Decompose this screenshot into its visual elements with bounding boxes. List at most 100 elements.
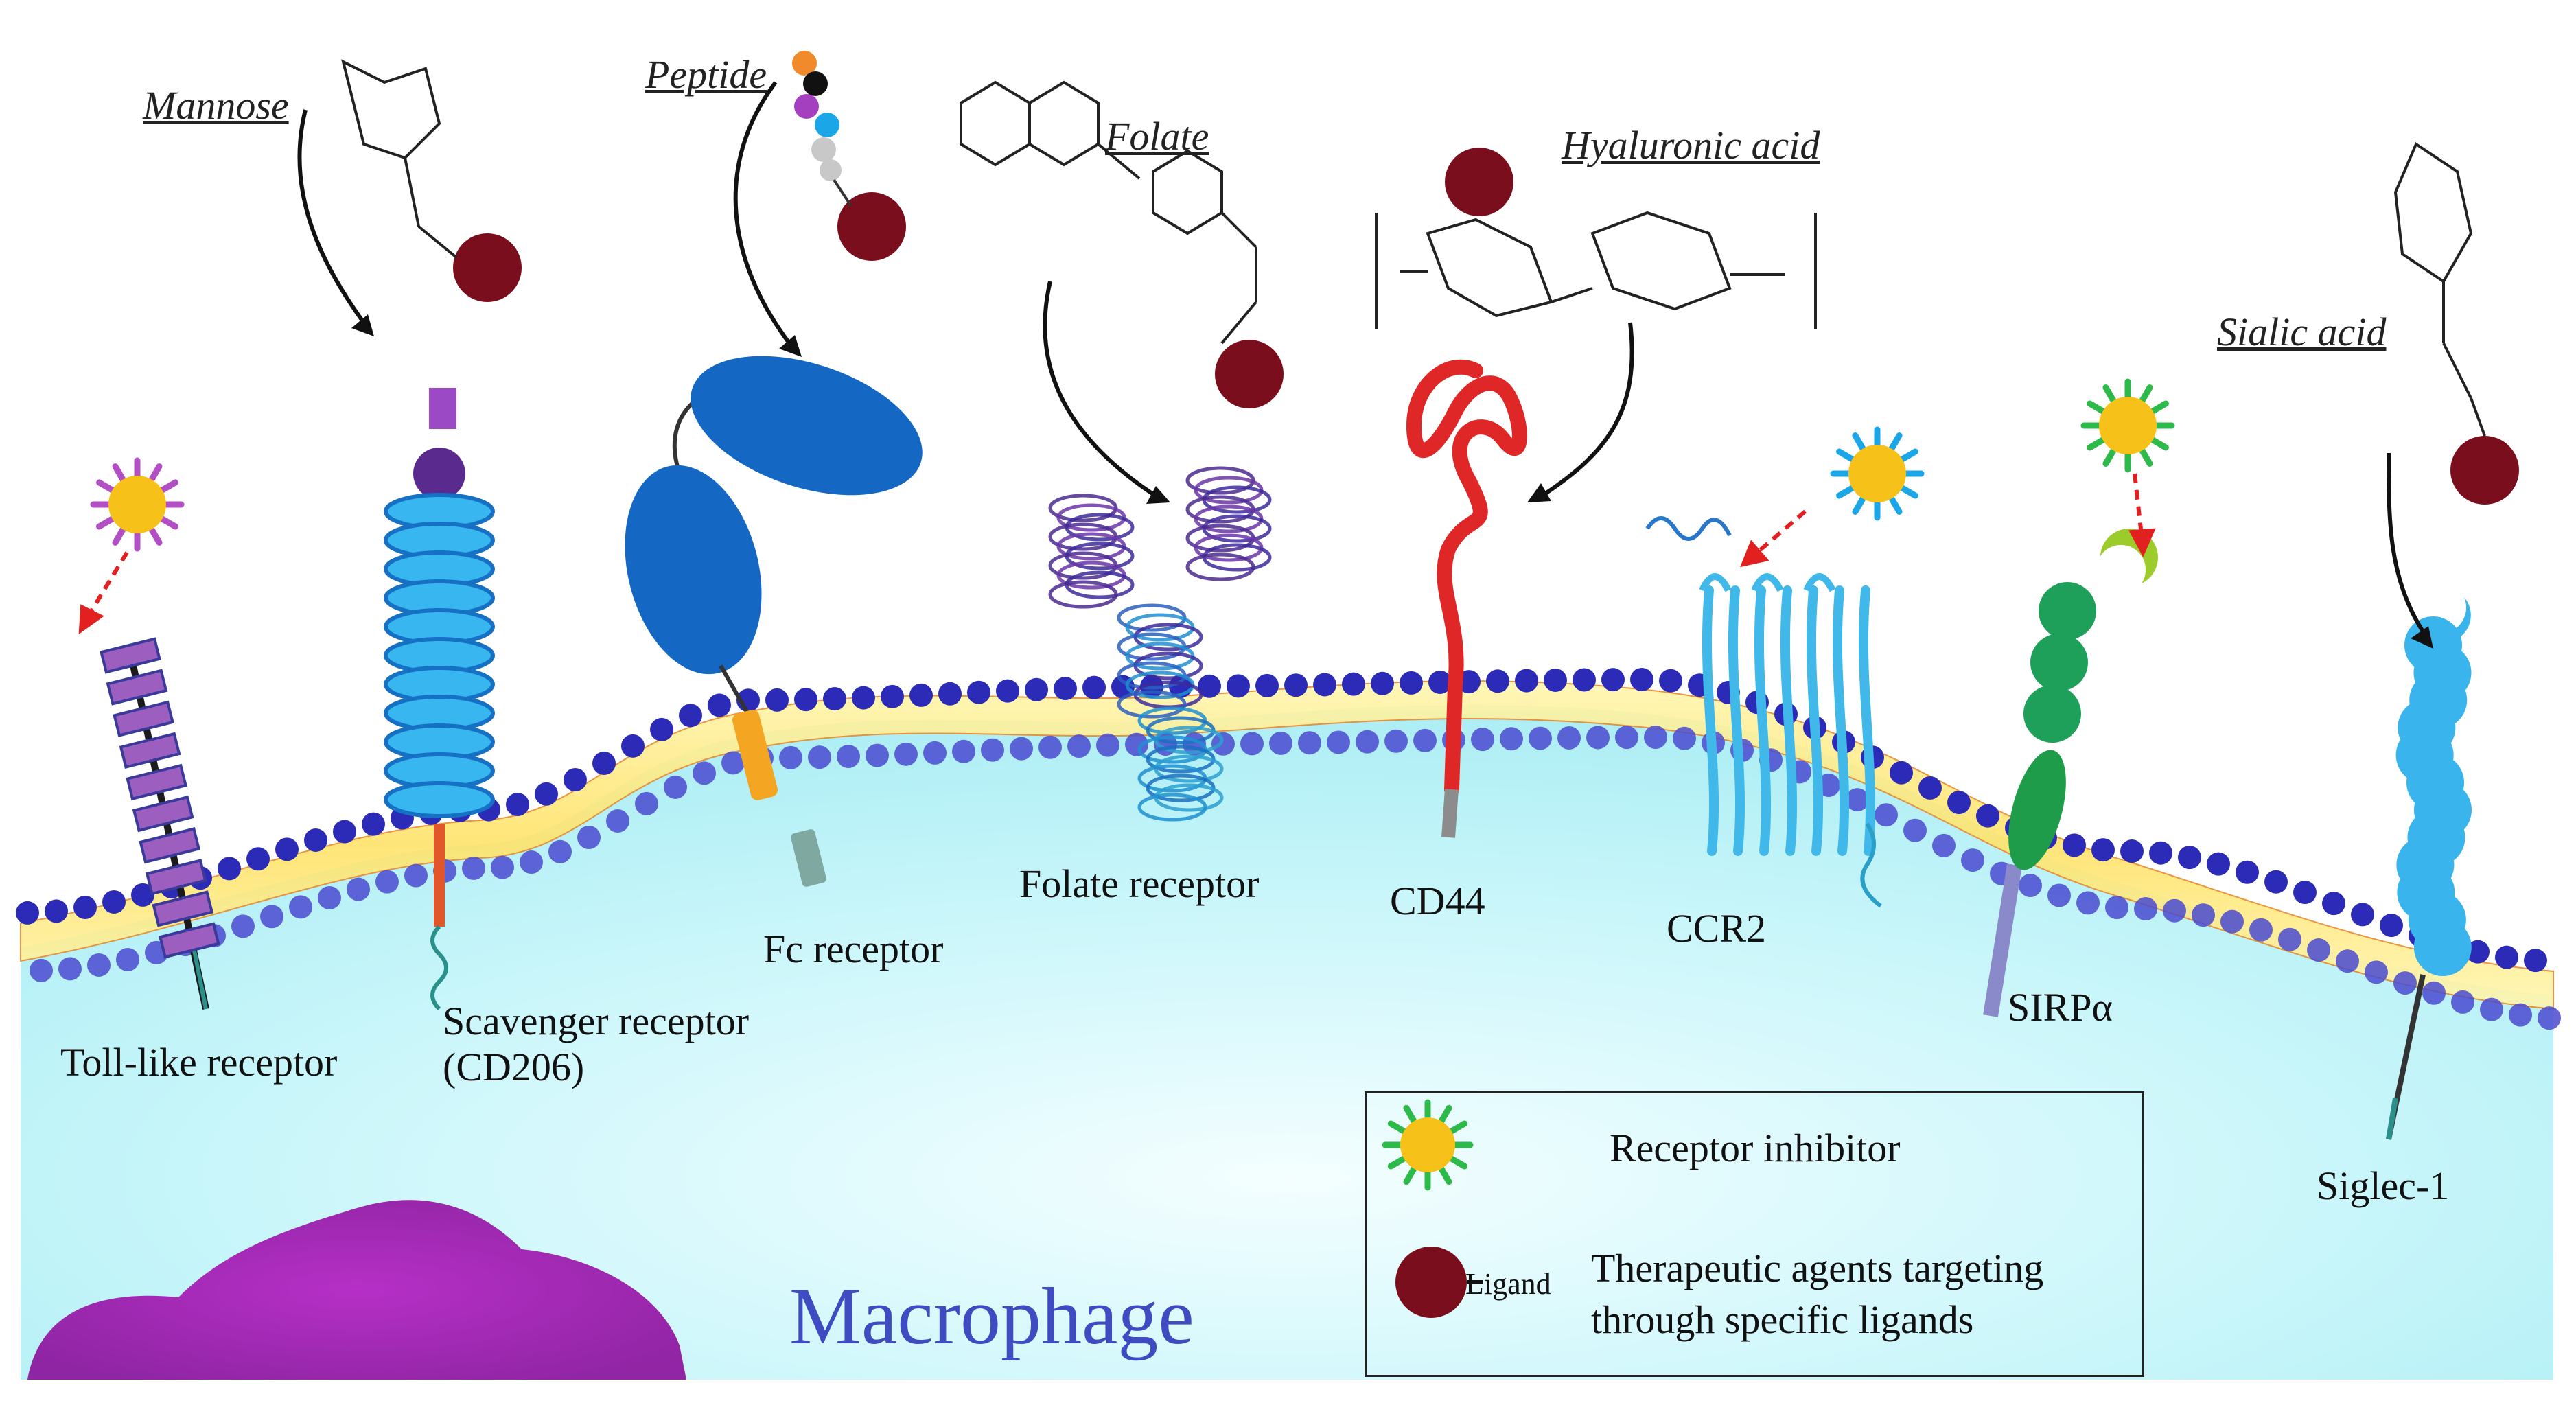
head-group-outer xyxy=(2207,852,2230,876)
head-group-outer xyxy=(1025,677,1048,702)
head-group-inner xyxy=(2393,971,2417,995)
ccr2-helix xyxy=(1780,585,1798,856)
label-ccr2: CCR2 xyxy=(1667,906,1767,951)
head-group-inner xyxy=(577,826,601,850)
label-cd44: CD44 xyxy=(1390,879,1485,923)
inhibitor-arrows xyxy=(78,473,2156,635)
head-group-inner xyxy=(2105,896,2128,920)
siglec-tip xyxy=(2416,597,2471,643)
head-group-outer xyxy=(1227,674,1250,698)
head-group-inner xyxy=(1010,737,1033,761)
label-scavenger-receptor: Scavenger receptor (CD206) xyxy=(443,999,749,1090)
head-group-inner xyxy=(2019,874,2042,898)
head-group-inner xyxy=(347,877,370,901)
toll-like-receptor xyxy=(100,637,220,1010)
head-group-outer xyxy=(2120,839,2144,863)
head-group-outer xyxy=(2149,841,2172,865)
head-group-inner xyxy=(404,863,428,888)
receptor-inhibitors xyxy=(90,378,2175,552)
ccr2-receptor xyxy=(1645,516,1882,908)
head-group-outer xyxy=(592,751,616,775)
head-group-inner xyxy=(548,839,572,863)
head-group-outer xyxy=(2322,892,2345,916)
head-group-inner xyxy=(1298,731,1321,755)
head-group-inner xyxy=(2336,949,2359,973)
head-group-outer xyxy=(1630,668,1653,692)
head-group-inner xyxy=(2422,981,2446,1005)
head-group-outer xyxy=(881,684,904,708)
tlr-repeat xyxy=(126,763,187,801)
cd206-domain xyxy=(384,781,495,818)
label-folate-receptor: Folate receptor xyxy=(1019,861,1260,906)
head-group-inner xyxy=(2163,898,2186,923)
head-group-inner xyxy=(779,745,802,769)
head-group-inner xyxy=(664,775,687,799)
head-group-inner xyxy=(231,914,255,938)
peptide-chain xyxy=(792,51,852,207)
head-group-inner xyxy=(1096,733,1119,757)
hyaluronic-acid-structure xyxy=(1375,211,1817,329)
head-group-inner xyxy=(1211,732,1235,756)
head-group-outer xyxy=(73,895,97,919)
head-group-inner xyxy=(1471,728,1494,752)
ccr2-helix xyxy=(1728,585,1745,856)
head-group-outer xyxy=(1371,671,1394,695)
head-group-inner xyxy=(1413,728,1437,752)
head-group-outer xyxy=(621,734,645,758)
tlr-repeat xyxy=(100,637,161,674)
head-group-outer xyxy=(1284,673,1308,697)
head-group-inner xyxy=(30,958,53,982)
head-group-inner xyxy=(721,751,745,775)
head-group-outer xyxy=(1515,669,1538,693)
legend-therapeutic-line2: through specific ligands xyxy=(1591,1297,1974,1343)
head-group-outer xyxy=(218,857,241,881)
head-group-outer xyxy=(679,704,702,728)
head-group-inner xyxy=(635,791,658,815)
label-fc-receptor: Fc receptor xyxy=(763,927,944,971)
head-group-inner xyxy=(1846,788,1869,812)
ccr2-helix xyxy=(1806,585,1824,856)
head-group-inner xyxy=(1529,726,1552,750)
folate-receptor-coil xyxy=(1117,690,1187,719)
head-group-inner xyxy=(1961,848,1984,872)
head-group-outer xyxy=(16,901,39,925)
legend-inhibitor-label: Receptor inhibitor xyxy=(1610,1126,1901,1170)
head-group-inner xyxy=(289,895,312,919)
head-group-outer xyxy=(1198,674,1221,698)
head-group-inner xyxy=(1384,729,1408,753)
head-group-outer xyxy=(1601,668,1625,692)
sirpa-receptor xyxy=(1983,529,2158,1017)
head-group-inner xyxy=(2076,891,2100,915)
head-group-inner xyxy=(1903,818,1927,842)
ligand-arrows xyxy=(297,81,2425,633)
nucleus xyxy=(27,1200,686,1380)
head-group-inner xyxy=(2538,1006,2561,1030)
tlr-repeat xyxy=(145,859,207,896)
cd44-receptor xyxy=(1406,359,1527,838)
head-group-inner xyxy=(1356,730,1379,754)
head-group-outer xyxy=(506,793,529,817)
head-group-outer xyxy=(275,837,299,861)
head-group-inner xyxy=(981,738,1004,762)
label-peptide: Peptide xyxy=(645,52,767,97)
ccr2-helix xyxy=(1858,585,1876,856)
head-group-inner xyxy=(923,741,947,765)
siglec-domain xyxy=(2413,918,2472,976)
head-group-outer xyxy=(2264,870,2288,894)
head-group-inner xyxy=(318,885,341,909)
tlr-repeat xyxy=(132,795,194,833)
legend-box xyxy=(1365,1091,2144,1377)
ccr2-helix xyxy=(1754,585,1772,856)
head-group-outer xyxy=(102,890,126,914)
head-group-outer xyxy=(2091,838,2115,862)
tlr-repeat xyxy=(113,700,174,737)
head-group-inner xyxy=(1644,726,1667,750)
receptor-inhibitor-icon xyxy=(2080,378,2175,473)
head-group-outer xyxy=(1255,673,1279,697)
head-group-outer xyxy=(2495,945,2518,969)
head-group-outer xyxy=(246,847,270,871)
sialic-acid-structure xyxy=(2393,142,2486,437)
head-group-outer xyxy=(708,693,731,717)
head-group-inner xyxy=(491,855,514,879)
